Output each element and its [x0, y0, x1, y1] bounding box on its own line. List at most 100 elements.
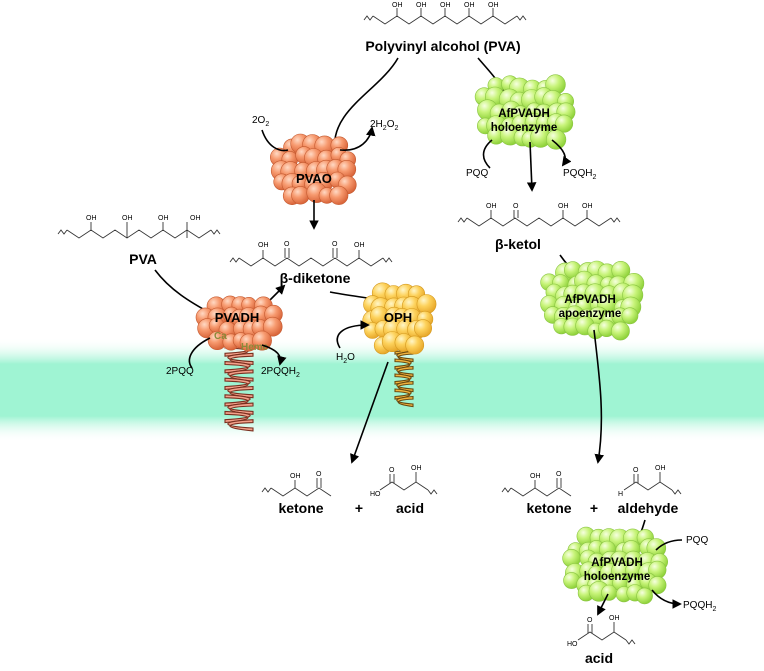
ca-label: Ca — [214, 331, 227, 342]
plus-right-label: + — [590, 500, 598, 516]
beta-ketol-structure: OH O OH OH — [457, 203, 621, 227]
h-label: H — [618, 491, 623, 498]
arrow-pqqh2-bottom — [651, 589, 682, 609]
afpvadh-holo-bottom-label-1: AfPVADH — [591, 557, 643, 569]
afpvadh-holo-bottom-label-2: holoenzyme — [584, 571, 650, 583]
heme-label: Heme — [241, 342, 269, 353]
arrow-apo-to-products — [593, 329, 604, 464]
enzyme-sphere — [413, 319, 432, 338]
pva-top-label: Polyvinyl alcohol (PVA) — [365, 38, 520, 54]
oh-label: OH — [530, 473, 541, 480]
arrow-2pqqh2 — [261, 344, 287, 366]
oh-label: OH — [122, 215, 133, 222]
pva-top-structure: OH OH OH OH OH — [363, 2, 527, 25]
enzyme-sphere — [611, 321, 630, 341]
beta-diketone-structure: OH O O OH — [229, 241, 393, 267]
oh-label: OH — [609, 615, 620, 622]
helix-segment — [227, 419, 254, 432]
h2o-label: H2O — [336, 352, 355, 365]
aldehyde-structure: H O OH — [618, 465, 682, 498]
arrow-afholo-to-ketol — [526, 141, 537, 192]
pqq-top-label: PQQ — [466, 168, 488, 179]
pqqh2-bottom-label: PQQH2 — [683, 600, 716, 613]
ho-label: HO — [567, 641, 578, 648]
arrow-pqq-top — [482, 139, 493, 169]
plus-left-label: + — [355, 500, 363, 516]
o2-label: 2O2 — [252, 115, 269, 128]
acid-left-structure: HO O OH — [370, 465, 438, 498]
oh-label: OH — [411, 465, 422, 472]
arrow-holo-to-acid — [597, 593, 609, 616]
enzyme-sphere — [621, 307, 639, 325]
pvadh-helix — [224, 344, 254, 432]
o-label: O — [633, 467, 639, 474]
ketone-right-structure: OH O — [501, 471, 572, 497]
afpvadh-holo-top-label-1: AfPVADH — [498, 108, 550, 120]
o-label: O — [284, 241, 290, 248]
enzyme-sphere — [601, 584, 618, 601]
arrow-oph-to-products — [350, 361, 389, 464]
enzyme-sphere — [405, 335, 425, 355]
enzyme-sphere — [416, 294, 437, 315]
pqqh2-top-label: PQQH2 — [563, 168, 596, 181]
oh-label: OH — [416, 2, 427, 9]
enzyme-sphere — [291, 186, 310, 205]
enzyme-sphere — [648, 576, 667, 595]
arrow-pva-to-pvadh — [154, 269, 213, 315]
oh-label: OH — [290, 473, 301, 480]
afpvadh-apo-label-2: apoenzyme — [559, 308, 622, 320]
o-label: O — [316, 471, 322, 478]
arrow-pqqh2-top — [551, 139, 572, 167]
beta-ketol-label: β-ketol — [495, 236, 541, 252]
ho-label: HO — [370, 491, 381, 498]
oh-label: OH — [464, 2, 475, 9]
oh-label: OH — [655, 465, 666, 472]
membrane-band — [0, 338, 764, 442]
enzyme-sphere — [636, 587, 653, 605]
pvao-enzyme — [269, 133, 357, 206]
pvadh-enzyme — [195, 295, 283, 352]
enzyme-sphere — [252, 330, 272, 351]
oh-label: OH — [354, 242, 365, 249]
ketone-left-label: ketone — [278, 500, 323, 516]
pvao-label: PVAO — [296, 171, 332, 186]
ketone-right-label: ketone — [526, 500, 571, 516]
arrow-h2o-in — [336, 320, 370, 349]
pvadh-label: PVADH — [215, 310, 260, 325]
oh-label: OH — [158, 215, 169, 222]
afpvadh-holo-top-label-2: holoenzyme — [491, 122, 557, 134]
afpvadh-holoenzyme-top — [474, 74, 576, 150]
oh-label: OH — [558, 203, 569, 210]
o-label: O — [587, 617, 593, 624]
oh-label: OH — [86, 215, 97, 222]
enzyme-sphere — [545, 129, 567, 150]
oph-label: OPH — [384, 310, 412, 325]
o-label: O — [332, 241, 338, 248]
enzyme-sphere — [262, 316, 283, 337]
aldehyde-label: aldehyde — [618, 500, 679, 516]
acid-bottom-label: acid — [585, 650, 613, 666]
oph-helix — [394, 343, 414, 408]
arrow-o2-in — [261, 129, 289, 152]
ketone-left-structure: OH O — [261, 471, 332, 497]
enzyme-sphere — [329, 185, 349, 205]
oh-label: OH — [190, 215, 201, 222]
acid-left-label: acid — [396, 500, 424, 516]
acid-bottom-structure: HO O OH — [567, 615, 636, 648]
pva-left-structure: OH OH OH OH — [57, 215, 221, 239]
oh-label: OH — [392, 2, 403, 9]
oh-label: OH — [486, 203, 497, 210]
arrow-h2o2-out — [339, 126, 376, 151]
oh-label: OH — [440, 2, 451, 9]
beta-diketone-label: β-diketone — [280, 270, 351, 286]
enzyme-sphere — [555, 114, 574, 133]
two-pqq-label: 2PQQ — [166, 366, 194, 377]
afpvadh-apo-label-1: AfPVADH — [564, 294, 616, 306]
afpvadh-holoenzyme-bottom — [562, 526, 668, 605]
o-label: O — [513, 203, 519, 210]
oh-label: OH — [488, 2, 499, 9]
h2o2-label: 2H2O2 — [370, 119, 398, 132]
o-label: O — [389, 467, 395, 474]
arrow-2pqq — [188, 337, 211, 369]
